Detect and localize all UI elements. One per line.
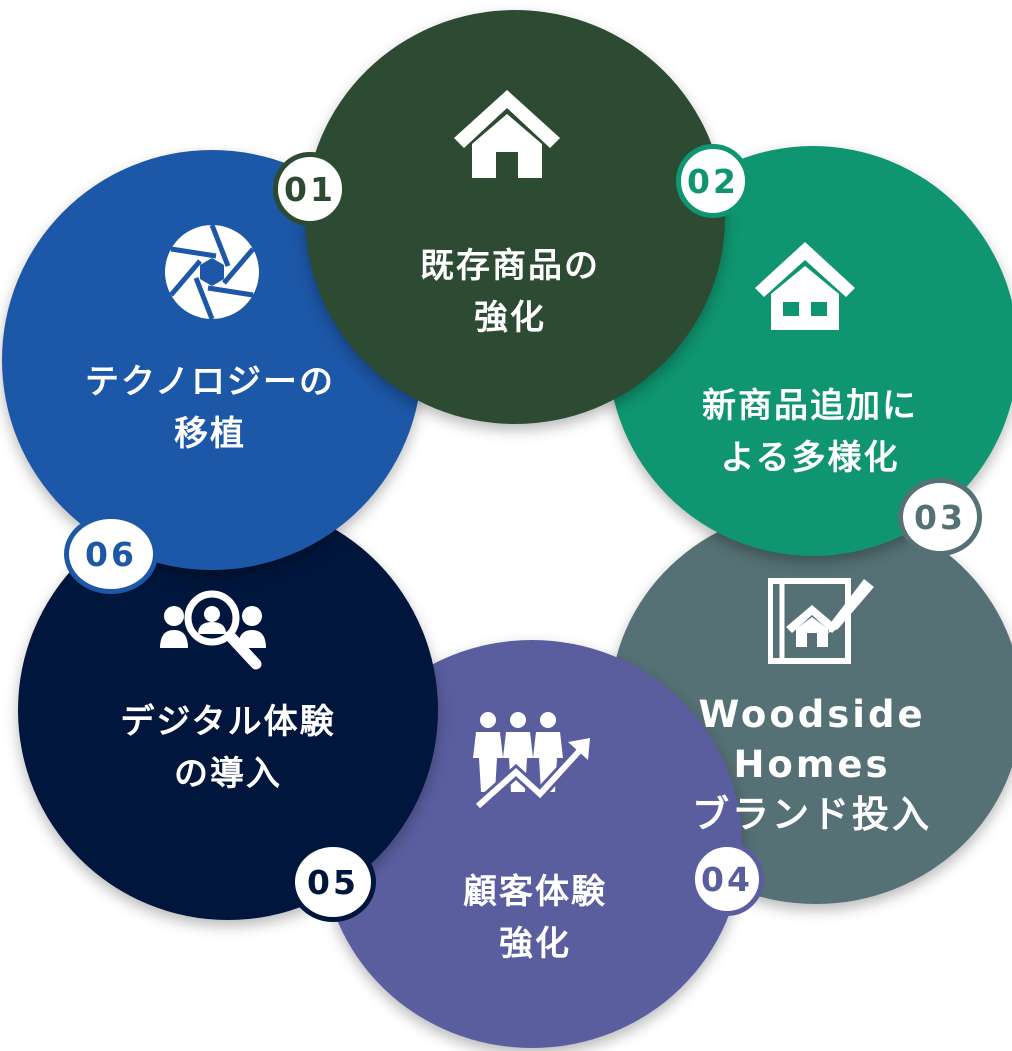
badge-05: 05 — [290, 842, 376, 922]
badge-03: 03 — [898, 478, 982, 556]
badge-02: 02 — [676, 144, 750, 218]
badge-06: 06 — [64, 514, 158, 594]
badge-01: 01 — [273, 152, 347, 226]
house-windows-icon — [755, 242, 855, 330]
people-search-icon — [160, 590, 266, 670]
aperture-icon — [165, 224, 259, 320]
house-icon — [454, 90, 560, 178]
segment-06-label: テクノロジーの 移植 — [85, 362, 335, 454]
segment-02-circle — [305, 10, 725, 424]
segment-03-label: Woodside Homes ブランド投入 — [692, 693, 932, 836]
people-growth-icon — [473, 712, 590, 811]
segment-02-label: 新商品追加に よる多様化 — [702, 386, 918, 478]
segment-01-label: 既存商品の 強化 — [420, 246, 600, 338]
blueprint-house-icon — [768, 578, 874, 664]
badge-04: 04 — [690, 842, 764, 916]
segment-04-label: 顧客体験 強化 — [463, 872, 607, 964]
segment-05-label: デジタル体験 の導入 — [120, 702, 336, 794]
